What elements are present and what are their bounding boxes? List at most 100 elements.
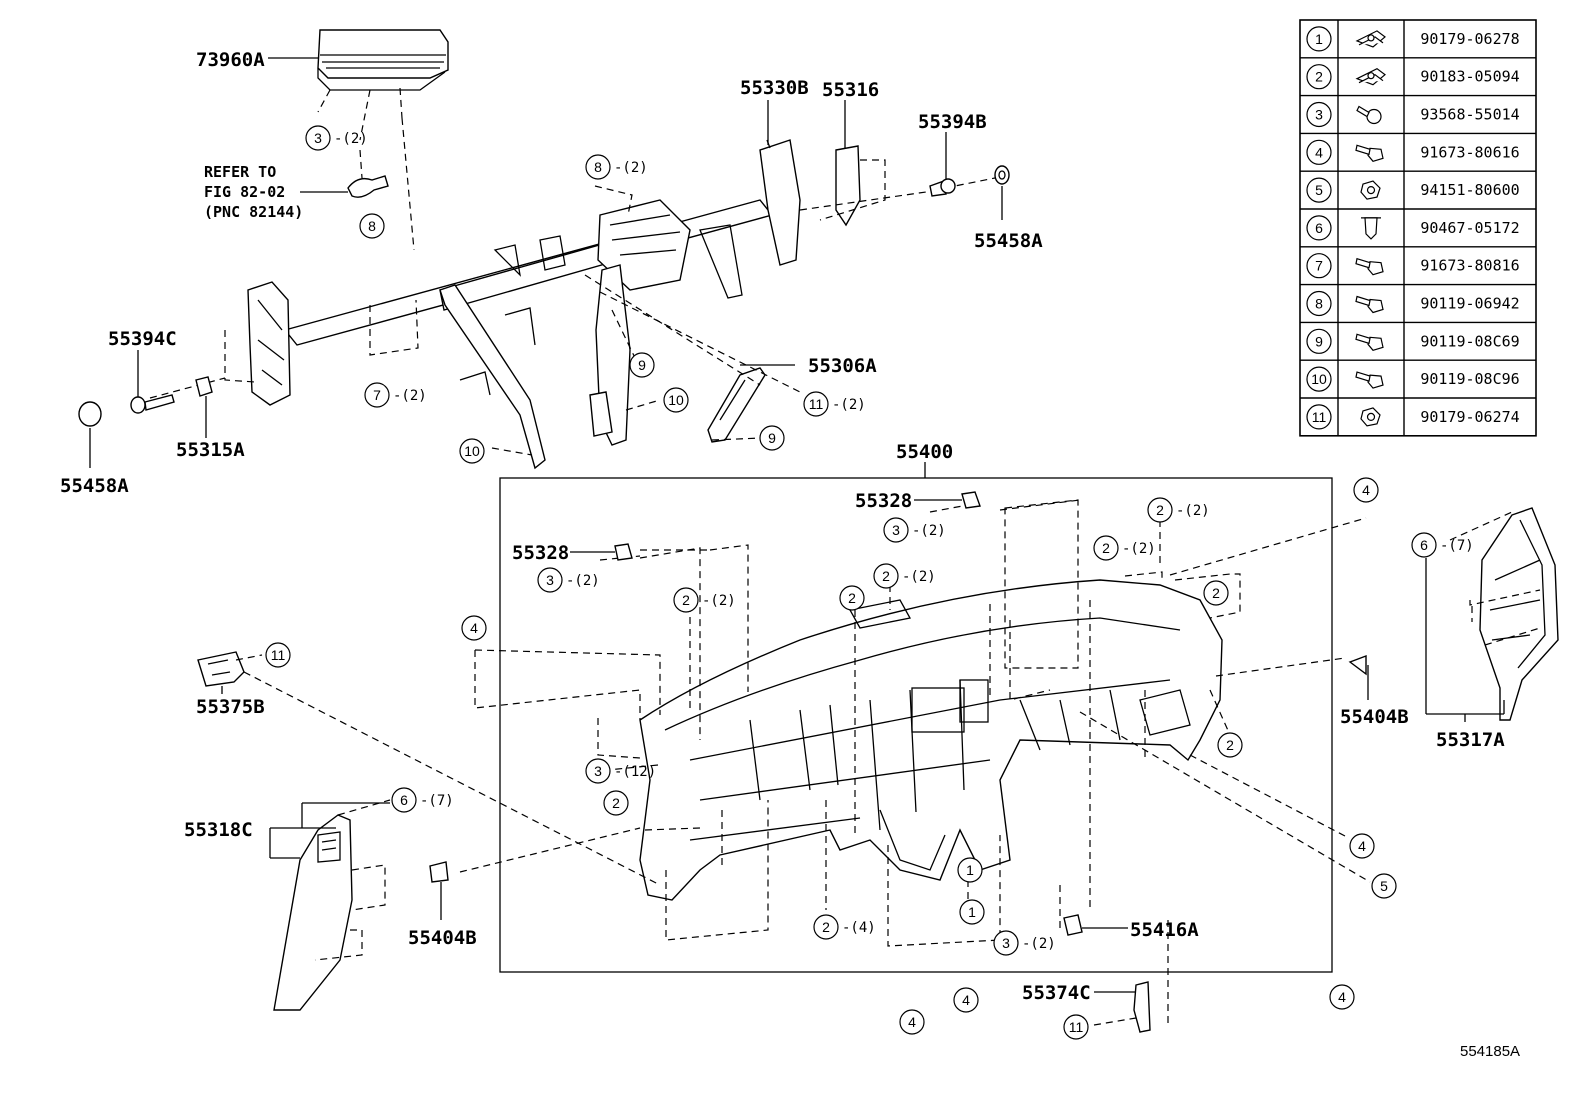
clip-55404B-bottom-drawing xyxy=(429,861,449,920)
callout-circle xyxy=(1063,1014,1089,1040)
callout-circle xyxy=(391,787,417,813)
row-index: 4 xyxy=(1315,144,1323,160)
label-55315A: 55315A xyxy=(176,439,245,461)
u-nut-icon xyxy=(1355,67,1386,86)
callout-c8-top: 8-(2) xyxy=(585,154,648,180)
callout-number: 11 xyxy=(1069,1019,1084,1035)
callout-circle xyxy=(953,987,979,1013)
callout-c6-l: 6-(7) xyxy=(391,787,454,813)
callout-number: 2 xyxy=(822,919,830,935)
callout-c2-e: 2 -(2) xyxy=(1147,497,1210,523)
label-55328-top: 55328 xyxy=(855,490,912,512)
bolt-icon xyxy=(1355,144,1384,162)
instrument-panel-drawing xyxy=(459,499,1371,1025)
callout-number: 2 xyxy=(1212,585,1220,601)
callout-c2-a: 2-(2) xyxy=(673,587,736,613)
callout-circle xyxy=(1203,580,1229,606)
nut-icon xyxy=(1360,407,1381,427)
callout-circle xyxy=(1217,732,1243,758)
label-73960A: 73960A xyxy=(196,49,265,71)
callout-circle xyxy=(883,517,909,543)
label-55306A: 55306A xyxy=(808,355,877,377)
callout-group: 3-(2)88-(2)7-(2)9101011-(2)93-(2)3-(2)2-… xyxy=(265,125,1474,1040)
nut-icon xyxy=(1360,180,1381,200)
u-nut-icon xyxy=(1355,30,1386,48)
cap-55458A-right-drawing xyxy=(994,165,1010,220)
callout-c3-b: 3-(2) xyxy=(993,930,1056,956)
callout-quantity: -(2) xyxy=(614,160,648,176)
callout-c5: 5 xyxy=(1371,873,1397,899)
row-index-circle xyxy=(1306,215,1332,241)
callout-circle xyxy=(461,615,487,641)
label-55458A-right: 55458A xyxy=(974,230,1043,252)
callout-circle xyxy=(993,930,1019,956)
callout-quantity: -(4) xyxy=(842,920,876,936)
callout-c4-tr: 4 xyxy=(1353,477,1379,503)
callout-quantity: -(2) xyxy=(1176,503,1210,519)
callout-circle xyxy=(663,387,689,413)
callout-number: 10 xyxy=(668,392,684,408)
row-part-number: 94151-80600 xyxy=(1420,181,1519,199)
callout-number: 1 xyxy=(968,904,976,920)
row-index: 3 xyxy=(1315,107,1323,123)
bolt-55394B-drawing xyxy=(929,132,956,197)
row-part-number: 90119-08C96 xyxy=(1420,370,1519,388)
label-55330B: 55330B xyxy=(740,77,809,99)
callout-number: 9 xyxy=(768,430,776,446)
callout-circle xyxy=(537,567,563,593)
airbag-module-drawing xyxy=(268,29,449,251)
callout-number: 2 xyxy=(682,592,690,608)
callout-c1-a: 1 xyxy=(957,857,983,883)
callout-c9-b: 9 xyxy=(759,425,785,451)
callout-number: 2 xyxy=(1156,502,1164,518)
row-index: 8 xyxy=(1315,296,1323,312)
row-index: 1 xyxy=(1315,31,1323,47)
callout-quantity: -(2) xyxy=(902,569,936,585)
callout-number: 11 xyxy=(271,647,286,663)
bracket-55374C-drawing xyxy=(1093,981,1151,1033)
callout-circle xyxy=(759,425,785,451)
row-index-circle xyxy=(1306,139,1332,165)
callout-circle xyxy=(803,391,829,417)
callout-circle xyxy=(959,899,985,925)
callout-number: 2 xyxy=(1226,737,1234,753)
screw-icon xyxy=(1356,105,1382,125)
row-index: 6 xyxy=(1315,220,1323,236)
label-55458A-left: 55458A xyxy=(60,475,129,497)
callout-quantity: -(7) xyxy=(1440,538,1474,554)
row-index-circle xyxy=(1306,26,1332,52)
parts-table-frame xyxy=(1299,19,1537,437)
callout-circle xyxy=(957,857,983,883)
side-cover-55318C-drawing xyxy=(269,799,391,1011)
row-index-circle xyxy=(1306,253,1332,279)
row-part-number: 90467-05172 xyxy=(1420,219,1519,237)
callout-c3-55328l: 3-(2) xyxy=(537,567,600,593)
label-55317A: 55317A xyxy=(1436,729,1505,751)
instrument-panel-group-box xyxy=(499,477,1333,973)
callout-number: 3 xyxy=(314,130,322,146)
callout-c10-a: 10 xyxy=(663,387,689,413)
callout-number: 6 xyxy=(1420,537,1428,553)
callout-circle xyxy=(1349,833,1375,859)
callout-number: 2 xyxy=(1102,540,1110,556)
row-part-number: 90179-06274 xyxy=(1420,408,1519,426)
callout-quantity: -(2) xyxy=(566,573,600,589)
row-part-number: 90179-06278 xyxy=(1420,30,1519,48)
figure-id: 554185A xyxy=(1460,1043,1520,1060)
callout-c2-c: 2-(2) xyxy=(1093,535,1156,561)
callout-quantity: -(2) xyxy=(832,397,866,413)
row-part-number: 90119-08C69 xyxy=(1420,332,1519,350)
row-index-circle xyxy=(1306,290,1332,317)
callout-c8-left: 8 xyxy=(359,213,385,239)
instrument-panel-reinforcement-drawing xyxy=(149,100,996,470)
label-55416A: 55416A xyxy=(1130,919,1199,941)
callout-quantity: -(7) xyxy=(420,793,454,809)
bolt-icon xyxy=(1355,371,1384,389)
callout-number: 3 xyxy=(892,522,900,538)
callout-c10-b: 10 xyxy=(459,438,485,464)
refer-note-line-1: REFER TO xyxy=(204,163,276,181)
